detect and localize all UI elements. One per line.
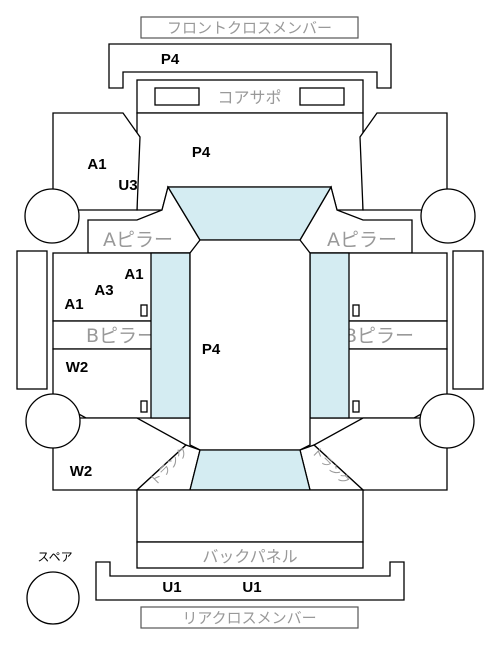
door-a1-bottom-code: A1 bbox=[64, 296, 83, 313]
rear-window[interactable] bbox=[189, 449, 311, 491]
rear-cross-member-box[interactable] bbox=[140, 606, 359, 629]
hood-code: P4 bbox=[192, 144, 211, 161]
side-window-left[interactable] bbox=[150, 252, 191, 419]
rear-bumper-member[interactable] bbox=[95, 561, 405, 601]
side-step-left[interactable] bbox=[16, 250, 48, 390]
b-pillar-left-label: Bピラー bbox=[86, 325, 156, 347]
back-panel-label: バックパネル bbox=[202, 547, 297, 566]
rear-right-wheel[interactable] bbox=[419, 393, 475, 449]
b-pillar-right-label: Bピラー bbox=[344, 325, 414, 347]
core-support-label: コアサポ bbox=[217, 88, 281, 107]
front-cross-member-box[interactable] bbox=[140, 16, 359, 39]
front-left-a1-code: A1 bbox=[87, 156, 106, 173]
rear-door-w2-code: W2 bbox=[66, 359, 89, 376]
trunk-lid[interactable] bbox=[136, 489, 364, 543]
door-a3-code: A3 bbox=[94, 282, 113, 299]
rear-u1-left-code: U1 bbox=[162, 579, 181, 596]
rear-cross-member-label: リアクロスメンバー bbox=[182, 609, 316, 627]
front-bumper-member[interactable] bbox=[108, 43, 392, 89]
headlight-left[interactable] bbox=[154, 87, 200, 106]
spare-wheel[interactable] bbox=[26, 571, 80, 625]
rear-left-wheel[interactable] bbox=[25, 393, 81, 449]
headlight-right[interactable] bbox=[299, 87, 345, 106]
a-pillar-right-label: Aピラー bbox=[327, 229, 397, 251]
spare-label: スペア bbox=[37, 550, 72, 564]
side-window-right[interactable] bbox=[309, 252, 350, 419]
front-member-code: P4 bbox=[161, 51, 180, 68]
front-left-u3-code: U3 bbox=[118, 177, 137, 194]
front-right-wheel[interactable] bbox=[420, 188, 476, 244]
door-a1-top-code: A1 bbox=[124, 266, 143, 283]
front-left-wheel[interactable] bbox=[24, 188, 80, 244]
roof-code: P4 bbox=[202, 341, 221, 358]
back-panel[interactable] bbox=[136, 541, 364, 569]
front-cross-member-label: フロントクロスメンバー bbox=[167, 19, 332, 37]
rear-door-left-handle[interactable] bbox=[140, 400, 148, 413]
front-door-right-handle[interactable] bbox=[352, 304, 360, 317]
front-door-left-handle[interactable] bbox=[140, 304, 148, 317]
rear-u1-right-code: U1 bbox=[242, 579, 261, 596]
a-pillar-left-label: Aピラー bbox=[103, 229, 173, 251]
rear-door-right-handle[interactable] bbox=[352, 400, 360, 413]
rear-quarter-w2-code: W2 bbox=[70, 463, 93, 480]
side-step-right[interactable] bbox=[452, 250, 484, 390]
